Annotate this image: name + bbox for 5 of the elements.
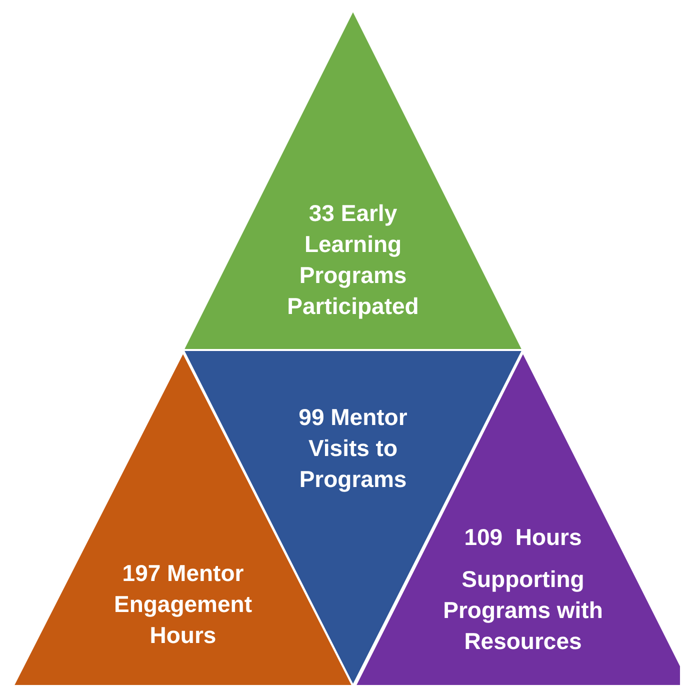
stat-text: 197 Mentor Engagement Hours [112, 559, 254, 650]
stat-text: 33 Early Learning Programs Participated [286, 199, 420, 321]
stat-text: 109 Hours [463, 523, 583, 552]
stat-text: 99 Mentor Visits to Programs [298, 403, 408, 494]
stat-text: Supporting Programs with Resources [442, 565, 604, 656]
